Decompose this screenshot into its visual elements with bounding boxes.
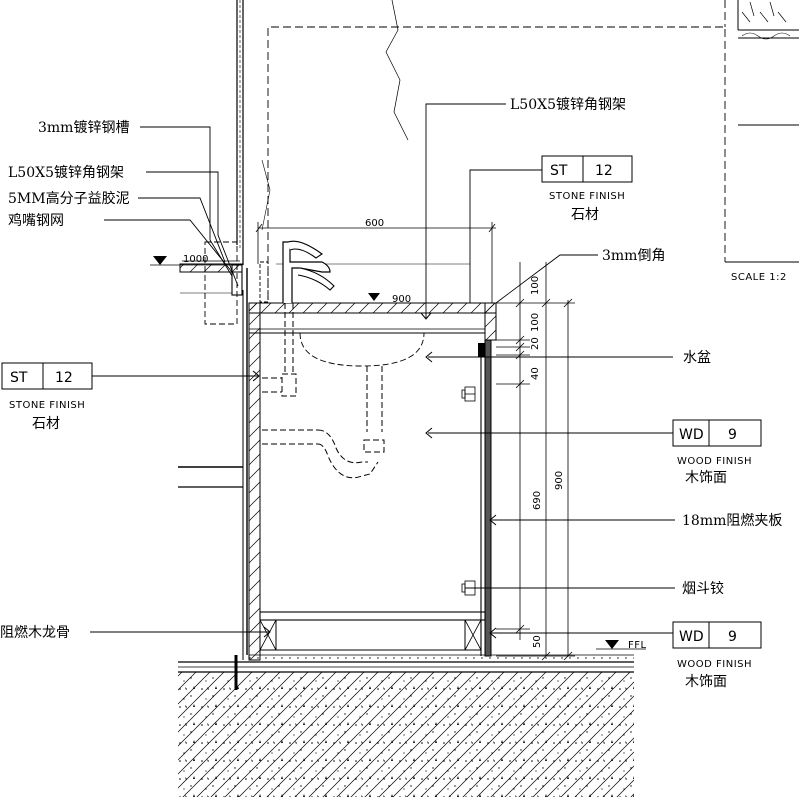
label-steel-mesh: 鸡嘴钢网 (8, 212, 64, 229)
level-marker-icon (150, 256, 238, 266)
dim-100a: 100 (530, 276, 541, 295)
tag-material: 木饰面 (685, 674, 727, 690)
faucet (282, 240, 335, 303)
label-galvanized-groove: 3mm镀锌钢槽 (38, 119, 129, 136)
tag-finish: WOOD FINISH (677, 456, 752, 467)
tag-finish: WOOD FINISH (677, 659, 752, 670)
tag-code: ST (550, 163, 568, 179)
mirror-frame: SCALE 1:2 (261, 0, 799, 300)
dim-690: 690 (532, 491, 543, 510)
drain-pipes (262, 303, 385, 479)
tag-code: WD (679, 427, 704, 443)
finish-tag-stone-top: ST 12 STONE FINISH 石材 (541, 155, 633, 223)
dim-20: 20 (530, 337, 541, 350)
finish-tag-wood-mid: WD 9 WOOD FINISH 木饰面 (672, 419, 762, 486)
tag-finish: STONE FINISH (549, 191, 625, 202)
tag-number: 9 (728, 427, 737, 443)
leader-lines (90, 103, 675, 634)
tag-material: 石材 (571, 207, 599, 223)
finish-tag-wood-low: WD 9 WOOD FINISH 木饰面 (672, 621, 762, 690)
left-wall-cladding (179, 241, 269, 661)
dim-900-top: 900 (392, 294, 411, 305)
label-hinge: 烟斗铰 (682, 581, 724, 597)
dim-40: 40 (530, 367, 541, 380)
label-angle-frame-left: L50X5镀锌角钢架 (8, 164, 124, 181)
tag-code: ST (10, 370, 28, 386)
wall-structure (178, 0, 244, 660)
tag-number: 12 (595, 163, 613, 179)
ground-slab (178, 654, 634, 797)
dim-600: 600 (365, 218, 384, 229)
label-basin: 水盆 (683, 350, 711, 366)
tag-material: 木饰面 (685, 470, 727, 486)
finish-tag-stone-left: ST 12 STONE FINISH 石材 (1, 362, 93, 432)
level-marker-icon (368, 293, 380, 301)
ffl-label: FFL (628, 640, 647, 651)
label-chamfer: 3mm倒角 (602, 248, 665, 264)
tag-material: 石材 (32, 416, 60, 432)
hinge-icon (461, 386, 476, 402)
dim-1000: 1000 (183, 254, 208, 265)
dim-900-side: 900 (554, 471, 565, 490)
level-marker-icon (596, 640, 646, 650)
dimensions (182, 222, 575, 661)
label-polymer-putty: 5MM高分子益胶泥 (8, 190, 130, 207)
scale-text: SCALE 1:2 (731, 272, 787, 283)
tag-finish: STONE FINISH (9, 400, 85, 411)
dim-50: 50 (532, 635, 543, 648)
tag-code: WD (679, 629, 704, 645)
label-fire-board: 18mm阻燃夹板 (682, 512, 782, 529)
cabinet-body (259, 339, 492, 657)
dim-100b: 100 (530, 313, 541, 332)
label-angle-frame-top: L50X5镀锌角钢架 (510, 96, 626, 113)
tag-number: 9 (728, 629, 737, 645)
tag-number: 12 (55, 370, 73, 386)
leader-arrows (252, 312, 497, 639)
label-wood-keel: 阻燃木龙骨 (0, 624, 70, 641)
